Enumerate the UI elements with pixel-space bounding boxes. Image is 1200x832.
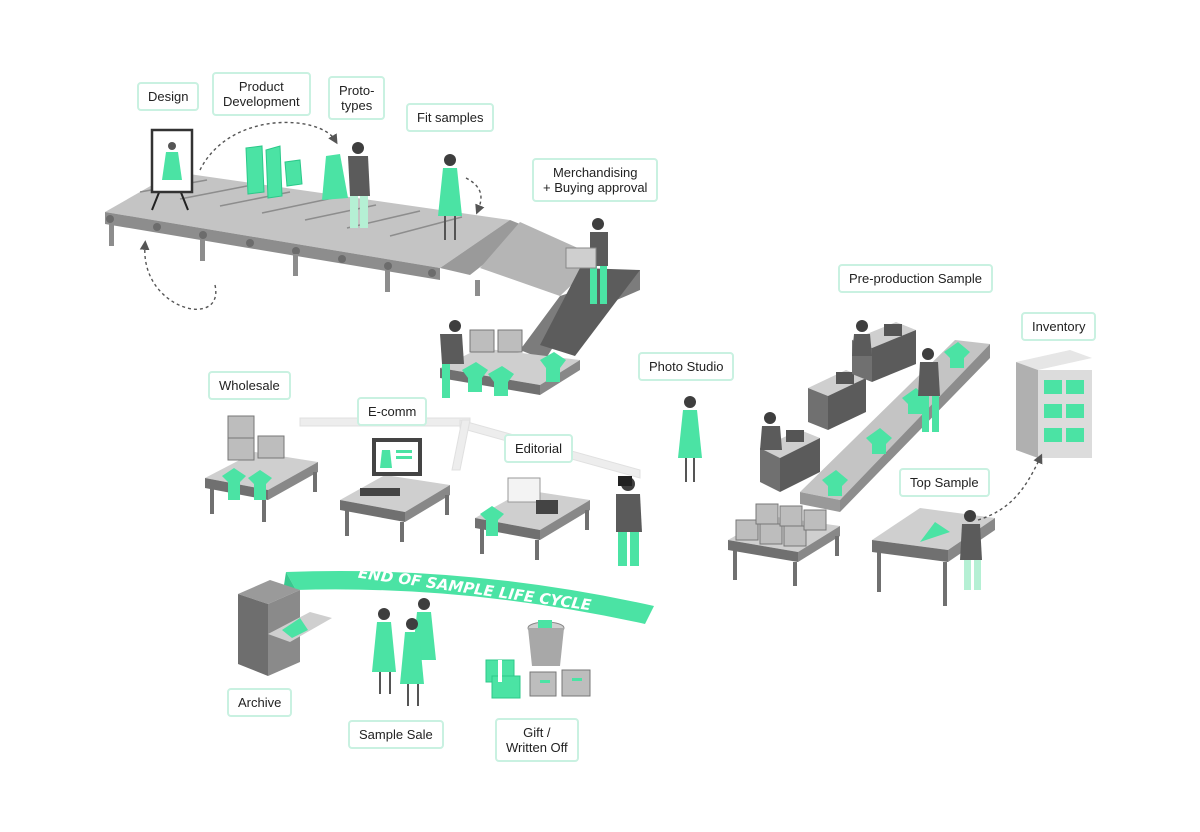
conveyor-belt-icon: [105, 172, 640, 360]
label-text: Archive: [238, 695, 282, 710]
label-text: Pre-production Sample: [849, 271, 982, 286]
box-icon: [529, 669, 591, 697]
label-ecomm: E-comm: [357, 397, 428, 426]
label-editorial: Editorial: [504, 434, 573, 463]
person-icon: [760, 320, 940, 450]
computer-icon: [360, 438, 422, 496]
label-fit-samples: Fit samples: [406, 103, 495, 132]
label-gift-written-off: Gift / Written Off: [495, 718, 579, 762]
t-shirt-icon: [480, 506, 504, 536]
label-text: Written Off: [506, 740, 568, 755]
label-text: Sample Sale: [359, 727, 433, 742]
label-wholesale: Wholesale: [208, 371, 291, 400]
label-text: Proto-: [339, 83, 375, 98]
label-text: Inventory: [1032, 319, 1086, 334]
label-text: Gift /: [523, 725, 551, 740]
person-icon: [678, 396, 702, 482]
floor-paths: [299, 417, 641, 479]
box-icon: [565, 247, 597, 269]
label-top-sample: Top Sample: [899, 468, 990, 497]
label-text: Design: [148, 89, 189, 104]
label-product-development: Product Development: [212, 72, 311, 116]
easel-icon: [150, 128, 194, 211]
label-text: types: [341, 98, 373, 113]
label-text: + Buying approval: [543, 180, 648, 195]
camera-icon: [618, 476, 632, 486]
t-shirt-icon: [540, 352, 566, 382]
sample-sale-people: [372, 598, 436, 706]
person-icon: [438, 154, 462, 240]
cutting-table: [872, 508, 995, 606]
person-icon: [616, 476, 642, 566]
label-inventory: Inventory: [1021, 312, 1097, 341]
label-sample-sale: Sample Sale: [348, 720, 444, 749]
label-text: Development: [223, 94, 300, 109]
label-text: Top Sample: [910, 475, 979, 490]
ecomm-desk: [340, 438, 450, 542]
sorting-table: [440, 320, 580, 398]
label-pre-production: Pre-production Sample: [838, 264, 993, 293]
label-merchandising: Merchandising + Buying approval: [532, 158, 659, 202]
gift-icon: [485, 659, 521, 699]
t-shirt-icon: [462, 362, 488, 392]
label-text: Merchandising: [552, 165, 638, 180]
cabinet-icon: [238, 580, 332, 676]
camera-icon: [536, 500, 558, 514]
label-text: Photo Studio: [649, 359, 724, 374]
label-design: Design: [137, 82, 200, 111]
pattern-pieces-icon: [245, 145, 303, 199]
wholesale-table: [205, 415, 318, 522]
t-shirt-icon: [488, 366, 514, 396]
shelf-icon: [1016, 350, 1092, 458]
end-of-lifecycle-banner: [284, 570, 654, 624]
editorial-table: [475, 477, 590, 560]
trash-can-icon: [527, 620, 565, 666]
label-archive: Archive: [227, 688, 293, 717]
flow-arrows: [139, 121, 1043, 521]
label-text: Product: [238, 79, 284, 94]
person-icon: [565, 218, 608, 304]
box-table: [728, 503, 840, 586]
label-text: Editorial: [515, 441, 562, 456]
label-text: Wholesale: [219, 378, 280, 393]
label-photo-studio: Photo Studio: [638, 352, 735, 381]
label-text: E-comm: [368, 404, 417, 419]
person-icon: [322, 142, 370, 228]
label-prototypes: Proto- types: [328, 76, 386, 120]
dress-icon: [322, 154, 348, 200]
label-text: Fit samples: [417, 110, 484, 125]
